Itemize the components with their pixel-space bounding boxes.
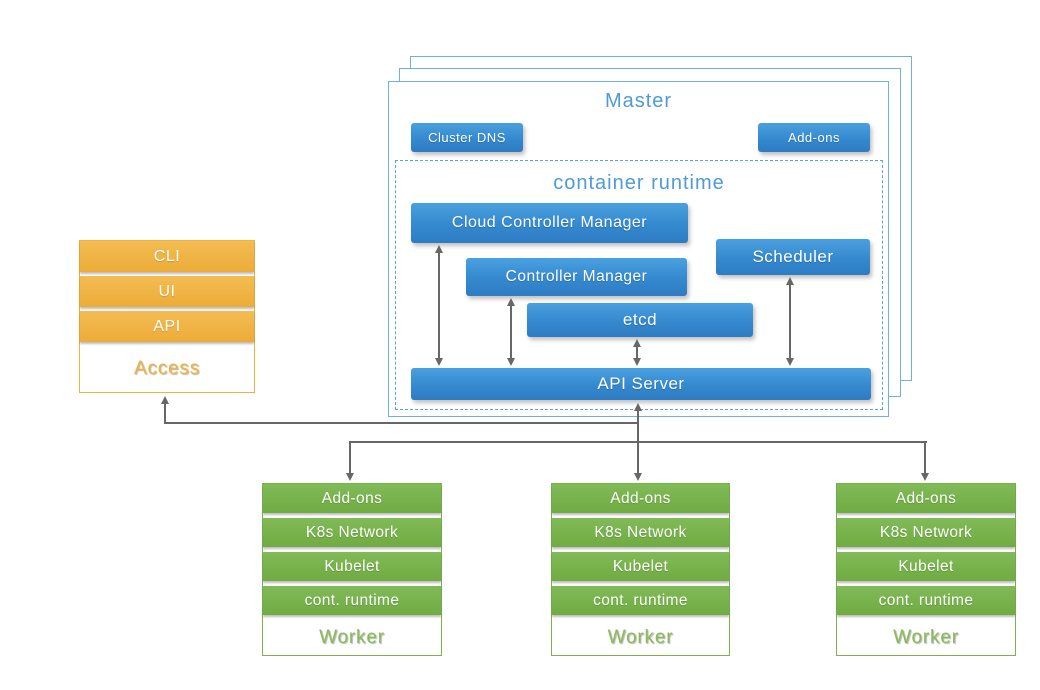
- controller-manager-box: Controller Manager: [466, 258, 687, 296]
- line-api-server-access: [164, 422, 639, 424]
- worker-1-kubelet-box: Kubelet: [263, 552, 441, 581]
- worker-2-addons-box: Add-ons: [552, 484, 729, 513]
- worker-node-3: Add-ons K8s Network Kubelet cont. runtim…: [836, 483, 1016, 656]
- ui-box: UI: [80, 276, 254, 307]
- arrow-into-worker-3: [921, 441, 929, 481]
- etcd-box: etcd: [527, 303, 753, 337]
- arrow-scheduler-api-server: [786, 277, 794, 366]
- access-stack: CLI UI API Access: [79, 240, 255, 393]
- container-runtime-title: container runtime: [553, 172, 725, 194]
- worker-2-cont-runtime-box: cont. runtime: [552, 586, 729, 615]
- cloud-controller-manager-box: Cloud Controller Manager: [411, 203, 688, 243]
- master-title: Master: [604, 90, 673, 112]
- worker-3-k8s-network-box: K8s Network: [837, 518, 1015, 547]
- access-label: Access: [80, 346, 254, 392]
- cli-box: CLI: [80, 241, 254, 272]
- arrow-controller-manager-api-server: [507, 298, 515, 366]
- worker-1-cont-runtime-box: cont. runtime: [263, 586, 441, 615]
- api-box: API: [80, 311, 254, 342]
- arrow-etcd-api-server: [633, 339, 641, 366]
- worker-2-k8s-network-box: K8s Network: [552, 518, 729, 547]
- worker-2-kubelet-box: Kubelet: [552, 552, 729, 581]
- arrow-into-worker-1: [346, 441, 354, 481]
- worker-2-label: Worker: [552, 620, 729, 655]
- cluster-dns-box: Cluster DNS: [411, 123, 523, 152]
- arrow-ccm-api-server: [435, 245, 443, 366]
- worker-node-1: Add-ons K8s Network Kubelet cont. runtim…: [262, 483, 442, 656]
- worker-3-addons-box: Add-ons: [837, 484, 1015, 513]
- worker-1-label: Worker: [263, 620, 441, 655]
- arrow-into-access: [161, 396, 169, 424]
- worker-3-kubelet-box: Kubelet: [837, 552, 1015, 581]
- worker-1-k8s-network-box: K8s Network: [263, 518, 441, 547]
- worker-node-2: Add-ons K8s Network Kubelet cont. runtim…: [551, 483, 730, 656]
- worker-1-addons-box: Add-ons: [263, 484, 441, 513]
- worker-3-cont-runtime-box: cont. runtime: [837, 586, 1015, 615]
- master-addons-box: Add-ons: [758, 123, 870, 152]
- scheduler-box: Scheduler: [716, 239, 870, 275]
- api-server-box: API Server: [411, 368, 871, 400]
- worker-3-label: Worker: [837, 620, 1015, 655]
- line-api-server-workers: [350, 441, 927, 443]
